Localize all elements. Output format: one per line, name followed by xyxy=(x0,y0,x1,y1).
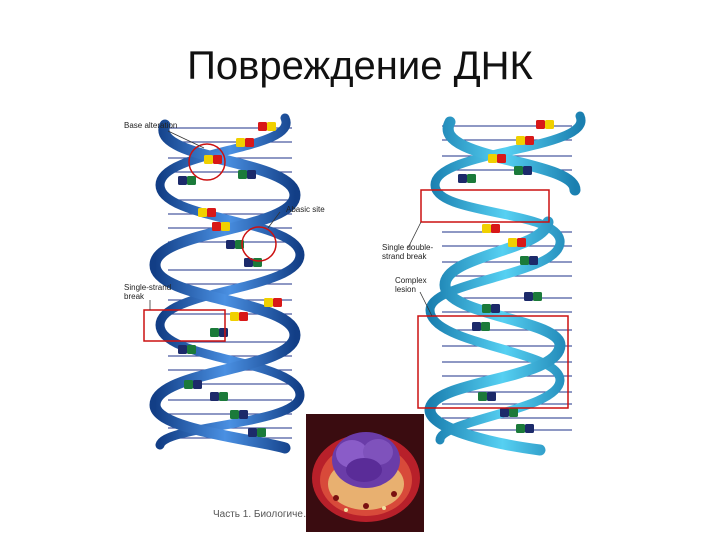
dna-base xyxy=(238,170,247,179)
double-strand-break-box xyxy=(420,189,550,223)
dna-base xyxy=(245,138,254,147)
dna-base xyxy=(508,238,517,247)
dna-base xyxy=(524,292,533,301)
dna-base xyxy=(226,240,235,249)
dna-base xyxy=(230,410,239,419)
dna-base xyxy=(247,170,256,179)
dna-base xyxy=(509,408,518,417)
dna-base xyxy=(458,174,467,183)
dna-base xyxy=(273,298,282,307)
dna-base xyxy=(221,222,230,231)
dna-base xyxy=(184,380,193,389)
dna-base xyxy=(239,312,248,321)
dna-base xyxy=(198,208,207,217)
dna-base xyxy=(488,154,497,163)
dna-base xyxy=(472,322,481,331)
dna-base xyxy=(257,428,266,437)
dna-base xyxy=(244,258,253,267)
label-complex-2: lesion xyxy=(395,285,416,294)
dna-base xyxy=(210,392,219,401)
dna-base xyxy=(210,328,219,337)
dna-base xyxy=(487,392,496,401)
dna-base xyxy=(529,256,538,265)
label-double-strand-1: Single double- xyxy=(382,243,433,252)
left-dna-helix: Base alteration Abasic site Single-stran… xyxy=(124,113,325,454)
dna-base xyxy=(482,304,491,313)
dna-base xyxy=(497,154,506,163)
dna-base xyxy=(193,380,202,389)
right-dna-helix: Single double- strand break Complex lesi… xyxy=(382,111,586,456)
dna-base xyxy=(178,176,187,185)
dna-base xyxy=(467,174,476,183)
complex-lesion-box xyxy=(417,315,569,409)
dna-base xyxy=(187,176,196,185)
dna-base xyxy=(523,166,532,175)
label-single-strand-2: break xyxy=(124,292,145,301)
dna-base xyxy=(516,424,525,433)
dna-base xyxy=(481,322,490,331)
right-bases xyxy=(458,120,554,433)
dna-base xyxy=(516,136,525,145)
dna-base xyxy=(212,222,221,231)
label-complex-1: Complex xyxy=(395,276,427,285)
dna-base xyxy=(230,312,239,321)
dna-base xyxy=(258,122,267,131)
label-base-alteration: Base alteration xyxy=(124,121,177,130)
dna-base xyxy=(500,408,509,417)
label-single-strand-1: Single-strand xyxy=(124,283,171,292)
dna-base xyxy=(525,136,534,145)
dna-base xyxy=(533,292,542,301)
dna-base xyxy=(514,166,523,175)
dna-base xyxy=(491,304,500,313)
dna-base xyxy=(178,345,187,354)
dna-base xyxy=(207,208,216,217)
dna-base xyxy=(253,258,262,267)
dna-base xyxy=(525,424,534,433)
dna-base xyxy=(219,392,228,401)
left-bases xyxy=(178,122,282,437)
dna-base xyxy=(248,428,257,437)
dna-base xyxy=(204,155,213,164)
label-abasic-site: Abasic site xyxy=(286,205,325,214)
dna-base xyxy=(517,238,526,247)
dna-base xyxy=(239,410,248,419)
right-strand-back xyxy=(425,111,586,445)
dna-base xyxy=(545,120,554,129)
base-alteration-marker xyxy=(188,143,226,181)
dna-base xyxy=(187,345,196,354)
abasic-site-marker xyxy=(241,226,277,262)
dna-base xyxy=(264,298,273,307)
dna-base xyxy=(536,120,545,129)
dna-base xyxy=(520,256,529,265)
left-strand-front xyxy=(149,119,301,454)
dna-base xyxy=(236,138,245,147)
slide-title: Повреждение ДНК xyxy=(187,44,533,88)
dna-base xyxy=(482,224,491,233)
dna-base xyxy=(478,392,487,401)
label-double-strand-2: strand break xyxy=(382,252,427,261)
dna-base xyxy=(219,328,228,337)
dna-base xyxy=(213,155,222,164)
dna-base xyxy=(267,122,276,131)
single-strand-break-box xyxy=(143,309,226,342)
left-strand-back xyxy=(155,113,305,450)
dna-base xyxy=(491,224,500,233)
cell-illustration xyxy=(306,414,424,532)
